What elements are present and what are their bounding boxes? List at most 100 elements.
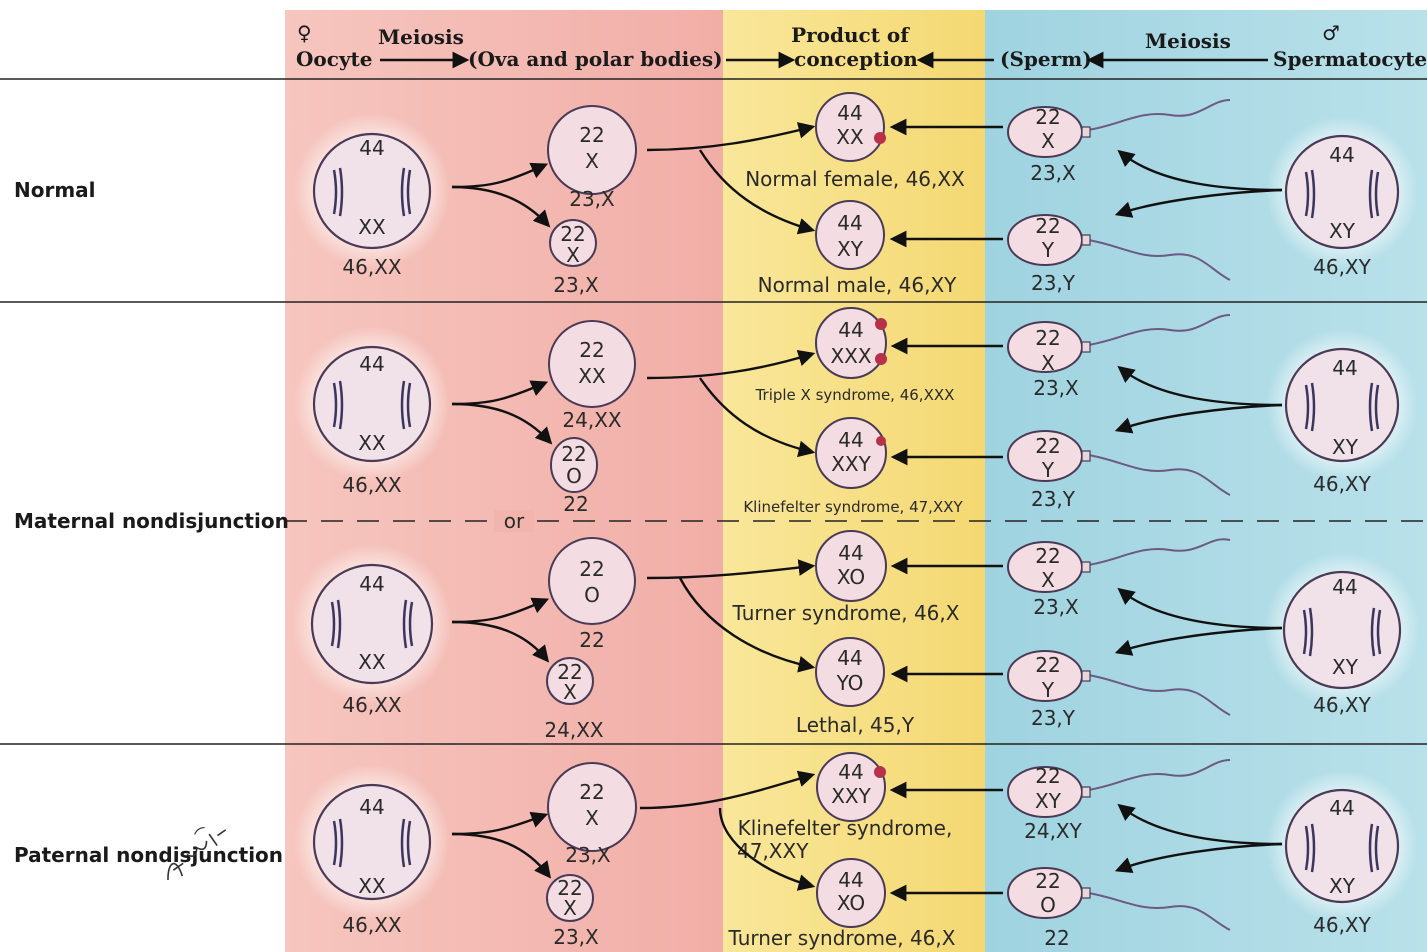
svg-text:44: 44 xyxy=(838,318,863,342)
row-label-paternal: Paternal nondisjunction xyxy=(14,843,283,867)
svg-text:44: 44 xyxy=(837,646,862,670)
svg-text:Triple X syndrome, 46,XXX: Triple X syndrome, 46,XXX xyxy=(755,386,955,404)
svg-text:46,XX: 46,XX xyxy=(342,473,402,497)
svg-text:XY: XY xyxy=(1329,219,1356,243)
header-meiosis-left: Meiosis xyxy=(378,25,464,49)
svg-text:Lethal, 45,Y: Lethal, 45,Y xyxy=(796,713,915,737)
svg-text:XX: XX xyxy=(836,125,864,149)
svg-text:44: 44 xyxy=(359,136,384,160)
svg-text:46,XX: 46,XX xyxy=(342,693,402,717)
female-symbol: ♀ xyxy=(297,21,312,45)
svg-text:44: 44 xyxy=(838,428,863,452)
svg-text:22: 22 xyxy=(557,876,582,900)
product-triple-x: 44 XXX Triple X syndrome, 46,XXX xyxy=(755,307,955,404)
svg-text:22: 22 xyxy=(579,780,604,804)
meiosis-arrows-male xyxy=(1114,149,1283,874)
svg-text:44: 44 xyxy=(837,101,862,125)
svg-text:22: 22 xyxy=(1035,764,1060,788)
svg-text:46,XY: 46,XY xyxy=(1313,255,1372,279)
row-label-normal: Normal xyxy=(14,178,96,202)
svg-text:46,XY: 46,XY xyxy=(1313,913,1372,937)
header-product-2: conception xyxy=(794,47,918,71)
svg-text:XX: XX xyxy=(358,650,386,674)
ovum-maternal-xx: 22 XX 24,XX xyxy=(548,320,636,432)
meiosis-arrows-female xyxy=(451,162,553,879)
svg-text:22: 22 xyxy=(1035,214,1060,238)
svg-text:O: O xyxy=(566,464,582,488)
svg-text:XX: XX xyxy=(358,874,386,898)
polar-body-normal: 22 X 23,X xyxy=(549,219,599,297)
svg-text:23,X: 23,X xyxy=(553,925,599,949)
svg-text:24,XX: 24,XX xyxy=(562,408,622,432)
svg-text:22: 22 xyxy=(579,338,604,362)
product-normal-female: 44 XX Normal female, 46,XX xyxy=(745,92,965,191)
artist-signature xyxy=(167,826,227,881)
svg-text:44: 44 xyxy=(837,211,862,235)
svg-text:X: X xyxy=(585,806,599,830)
svg-text:22: 22 xyxy=(1035,544,1060,568)
svg-text:23,Y: 23,Y xyxy=(1031,706,1076,730)
svg-text:22: 22 xyxy=(579,628,604,652)
svg-text:XY: XY xyxy=(837,237,864,261)
oocyte-normal: 44 XX 46,XX xyxy=(294,113,450,279)
svg-text:46,XY: 46,XY xyxy=(1313,472,1372,496)
svg-text:O: O xyxy=(1040,893,1056,917)
svg-text:XX: XX xyxy=(578,364,606,388)
header-sperm: (Sperm) xyxy=(1000,47,1092,71)
header-ova: (Ova and polar bodies) xyxy=(468,47,723,71)
svg-text:44: 44 xyxy=(838,760,863,784)
svg-text:22: 22 xyxy=(579,123,604,147)
polar-body-paternal: 22 X 23,X xyxy=(546,874,599,949)
svg-text:46,XX: 46,XX xyxy=(342,913,402,937)
svg-text:22: 22 xyxy=(1035,434,1060,458)
svg-text:22: 22 xyxy=(1035,326,1060,350)
svg-text:Turner syndrome, 46,X: Turner syndrome, 46,X xyxy=(728,926,956,950)
sperm-maternal-y-2: 22 Y 23,Y xyxy=(1007,650,1231,730)
svg-text:X: X xyxy=(563,680,577,704)
svg-text:XO: XO xyxy=(837,565,865,589)
svg-text:XO: XO xyxy=(837,891,865,915)
svg-text:Y: Y xyxy=(1041,238,1055,262)
polar-body-maternal-o: 22 O 22 xyxy=(550,437,598,516)
svg-text:22: 22 xyxy=(579,557,604,581)
svg-text:22: 22 xyxy=(1035,105,1060,129)
ovum-normal-large: 22 X 23,X xyxy=(547,105,637,211)
svg-text:44: 44 xyxy=(1332,575,1357,599)
sperm-paternal-xy: 22 XY 24,XY xyxy=(1007,759,1231,843)
sperm-maternal-x-1: 22 X 23,X xyxy=(1007,314,1231,400)
oocyte-maternal-2: 44 XX 46,XX xyxy=(292,544,452,717)
svg-text:44: 44 xyxy=(838,868,863,892)
svg-text:XXY: XXY xyxy=(831,452,871,476)
svg-text:O: O xyxy=(584,583,600,607)
ovum-maternal-o: 22 O 22 xyxy=(548,537,636,652)
or-label-bg xyxy=(494,510,534,532)
svg-text:XY: XY xyxy=(1332,655,1359,679)
svg-text:XY: XY xyxy=(1329,874,1356,898)
oocyte-paternal: 44 XX 46,XX xyxy=(294,764,450,937)
svg-text:47,XXY: 47,XXY xyxy=(737,839,809,863)
svg-text:22: 22 xyxy=(557,660,582,684)
sperm-maternal-y-1: 22 Y 23,Y xyxy=(1007,430,1231,511)
svg-text:X: X xyxy=(563,896,577,920)
product-klinefelter-maternal: 44 XXY Klinefelter syndrome, 47,XXY xyxy=(743,417,963,516)
svg-text:22: 22 xyxy=(1035,653,1060,677)
sperm-paternal-o: 22 O 22 xyxy=(1007,867,1231,950)
svg-text:XX: XX xyxy=(358,215,386,239)
spermatocyte-normal: 44 XY 46,XY xyxy=(1266,116,1418,279)
row-label-maternal: Maternal nondisjunction xyxy=(14,509,289,533)
product-lethal: 44 YO Lethal, 45,Y xyxy=(796,637,915,737)
svg-text:XXX: XXX xyxy=(830,344,871,368)
svg-text:44: 44 xyxy=(359,795,384,819)
svg-text:Turner syndrome, 46,X: Turner syndrome, 46,X xyxy=(732,601,960,625)
svg-text:22: 22 xyxy=(561,442,586,466)
svg-text:23,X: 23,X xyxy=(553,273,599,297)
header-spermatocyte: Spermatocyte xyxy=(1273,47,1427,71)
product-turner-maternal: 44 XO Turner syndrome, 46,X xyxy=(732,530,960,625)
svg-text:X: X xyxy=(1041,351,1055,375)
svg-text:X: X xyxy=(1041,129,1055,153)
product-klinefelter-paternal: 44 XXY Klinefelter syndrome, 47,XXY xyxy=(737,752,952,863)
svg-text:44: 44 xyxy=(359,352,384,376)
fertilization-arrows-male xyxy=(889,118,1003,902)
svg-text:23,X: 23,X xyxy=(565,843,611,867)
svg-text:23,X: 23,X xyxy=(1033,595,1079,619)
